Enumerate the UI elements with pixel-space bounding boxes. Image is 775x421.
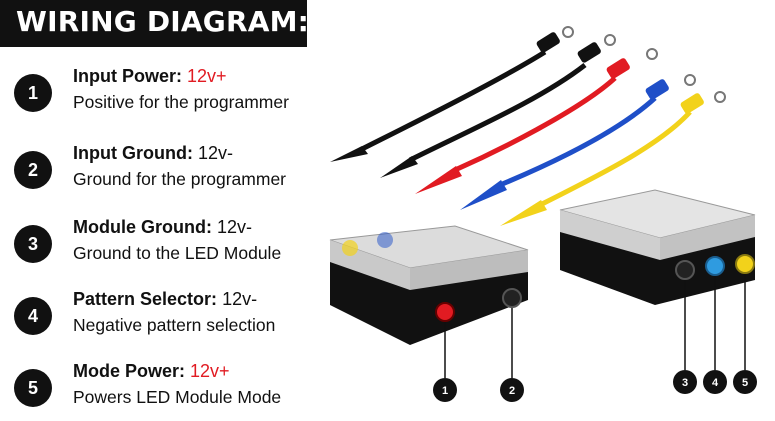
leader-lines [444,274,746,378]
callout-label-3: 3 [682,377,688,389]
callout-4: 4 [703,370,727,394]
wire-red [415,48,658,194]
item-title-1: Input Power: 12v+ [73,66,227,86]
legend-item-2: 2 Input Ground: 12v- Ground for the prog… [14,143,319,203]
wiring-illustration: 1 2 3 4 5 [329,26,757,402]
number-badge-2: 2 [14,151,52,189]
item-title-5: Mode Power: 12v+ [73,361,230,381]
wire-yellow [500,91,726,226]
wire-black-1 [330,26,574,162]
number-badge-1: 1 [14,74,52,112]
number-badge-5: 5 [14,369,52,407]
item-desc-3: Ground to the LED Module [73,243,282,263]
callout-1: 1 [433,378,457,402]
item-desc-2: Ground for the programmer [73,169,287,189]
voltage-1: 12v+ [187,66,227,86]
legend-item-5: 5 Mode Power: 12v+ Powers LED Module Mod… [14,361,319,421]
module-right [559,189,756,305]
voltage-4: 12v- [222,289,258,309]
number-badge-3: 3 [14,225,52,263]
wire-blue [460,74,696,210]
header-banner: WIRING DIAGRAM: [0,0,310,47]
voltage-3: 12v- [217,217,253,237]
wire-black-2 [380,34,616,178]
legend-item-4: 4 Pattern Selector: 12v- Negative patter… [14,289,319,349]
item-title-3: Module Ground: 12v- [73,217,253,237]
callout-label-1: 1 [442,385,448,397]
legend-item-1: 1 Input Power: 12v+ Positive for the pro… [14,66,319,126]
legend-item-3: 3 Module Ground: 12v- Ground to the LED … [14,217,319,277]
item-desc-1: Positive for the programmer [73,92,289,112]
callout-label-5: 5 [742,377,748,389]
number-badge-4: 4 [14,297,52,335]
callout-5: 5 [733,370,757,394]
page-title: WIRING DIAGRAM: [16,5,310,38]
item-desc-4: Negative pattern selection [73,315,276,335]
voltage-5: 12v+ [190,361,230,381]
item-title-2: Input Ground: 12v- [73,143,233,163]
voltage-2: 12v- [197,143,233,163]
module-left [329,225,529,345]
callout-2: 2 [500,378,524,402]
item-title-4: Pattern Selector: 12v- [73,289,258,309]
item-desc-5: Powers LED Module Mode [73,387,282,407]
callout-3: 3 [673,370,697,394]
callout-label-4: 4 [712,377,719,389]
callout-label-2: 2 [509,385,515,397]
